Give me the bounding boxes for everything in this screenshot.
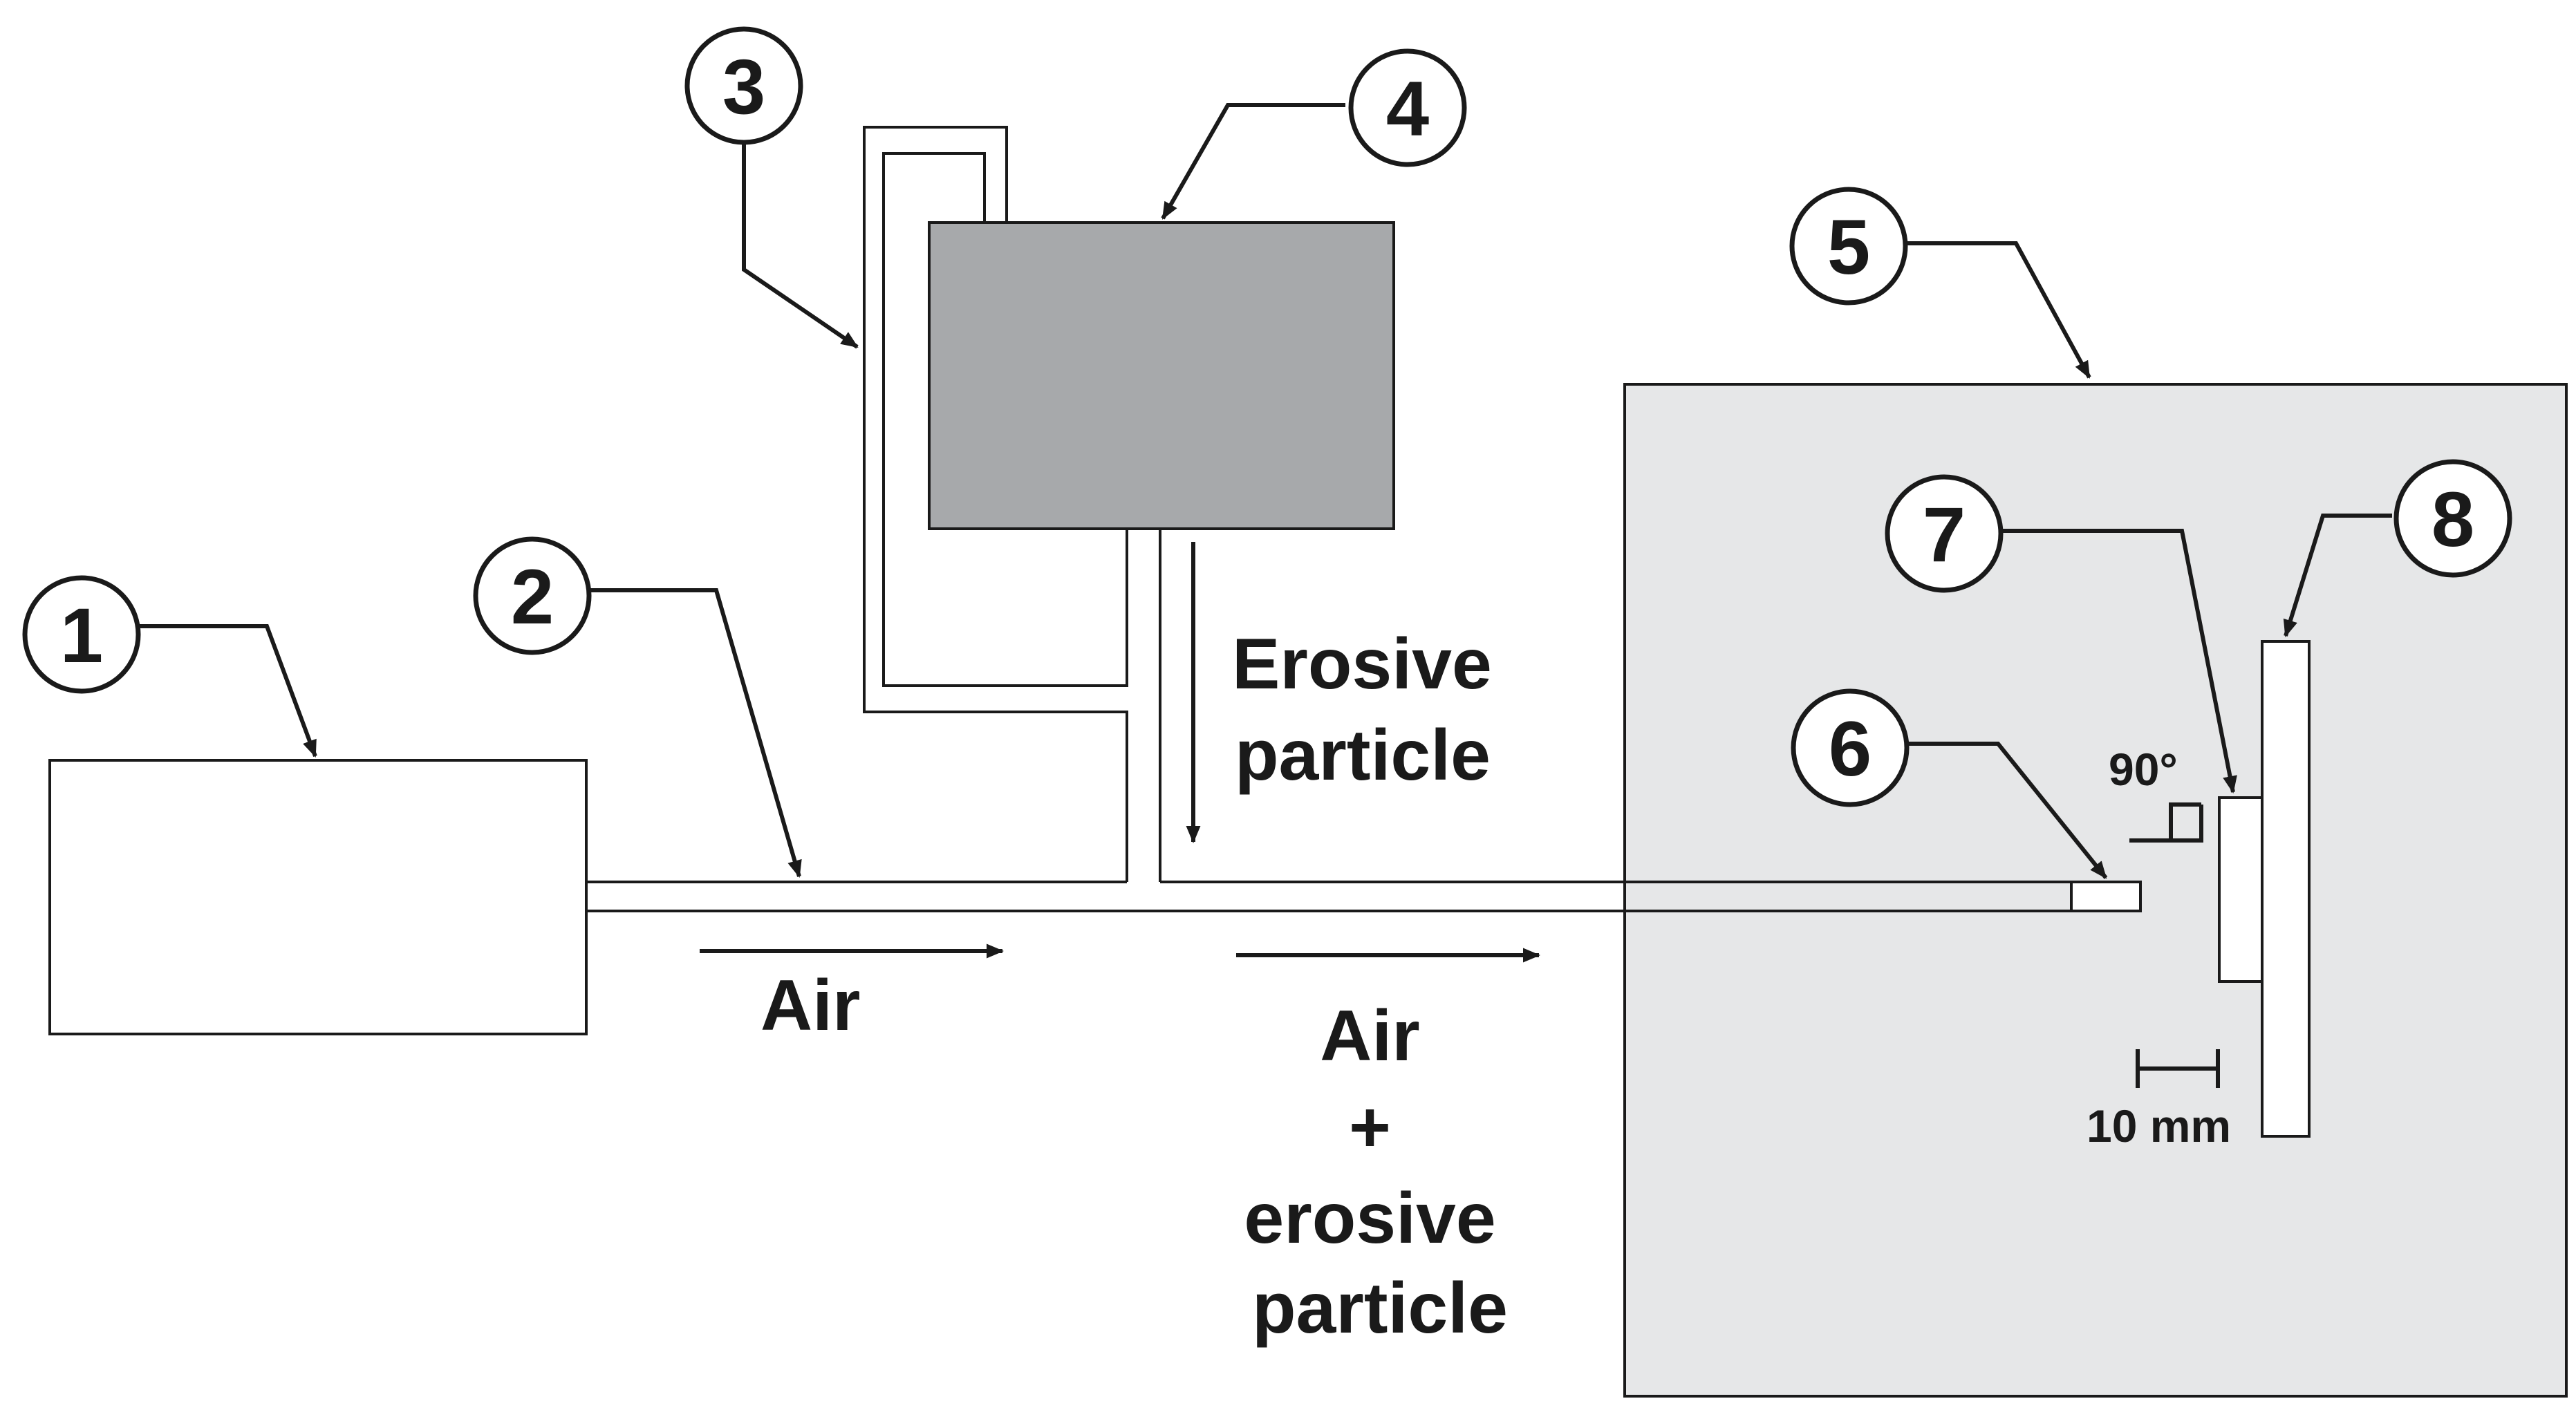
svg-text:3: 3 bbox=[722, 44, 765, 130]
callout-2: 2 bbox=[473, 536, 592, 655]
air-plus-erosive-particle-label: Air + erosive particle bbox=[1244, 996, 1515, 1348]
callout-8: 8 bbox=[2393, 459, 2512, 578]
svg-text:8: 8 bbox=[2432, 476, 2474, 563]
specimen-holder bbox=[2261, 640, 2311, 1138]
svg-text:5: 5 bbox=[1827, 204, 1870, 290]
bypass-tube-inner bbox=[882, 152, 1128, 687]
right-angle-mark bbox=[2129, 802, 2203, 843]
leader-7 bbox=[1997, 529, 2237, 794]
bypass-tube-outer bbox=[863, 126, 1128, 882]
svg-text:1: 1 bbox=[60, 592, 103, 679]
air-supply-box bbox=[48, 759, 588, 1035]
svg-text:7: 7 bbox=[1923, 491, 1966, 578]
leader-1 bbox=[136, 624, 317, 758]
nozzle bbox=[2070, 881, 2142, 912]
leader-6 bbox=[1905, 742, 2108, 879]
svg-text:6: 6 bbox=[1829, 706, 1872, 792]
callout-1: 1 bbox=[22, 575, 141, 694]
leader-2 bbox=[585, 588, 802, 878]
leader-8 bbox=[2283, 514, 2392, 638]
leader-3 bbox=[742, 144, 859, 349]
scale-bar bbox=[2136, 1049, 2220, 1088]
callout-6: 6 bbox=[1791, 688, 1910, 807]
svg-text:4: 4 bbox=[1386, 66, 1429, 152]
callout-5: 5 bbox=[1789, 187, 1908, 306]
particle-hopper bbox=[928, 221, 1395, 530]
leader-5 bbox=[1905, 241, 2091, 379]
leader-4 bbox=[1161, 103, 1345, 220]
callout-3: 3 bbox=[684, 26, 803, 145]
angle-label: 90° bbox=[2109, 744, 2178, 795]
specimen bbox=[2218, 796, 2264, 983]
erosive-particle-label: Erosive particle bbox=[1232, 624, 1512, 796]
air-label: Air bbox=[760, 966, 860, 1046]
scale-label: 10 mm bbox=[2087, 1100, 2231, 1152]
callout-7: 7 bbox=[1885, 474, 2004, 593]
svg-text:2: 2 bbox=[511, 554, 554, 640]
callout-4: 4 bbox=[1348, 48, 1467, 167]
